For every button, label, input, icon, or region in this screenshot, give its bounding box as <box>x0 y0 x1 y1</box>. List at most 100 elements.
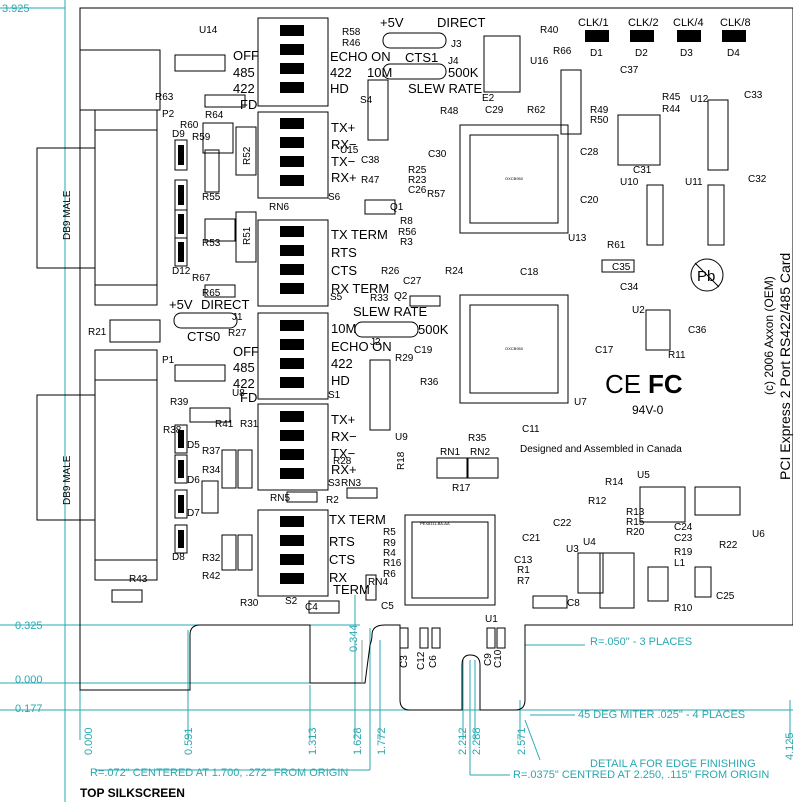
ic-u13: OXCB950 <box>459 124 569 234</box>
label-hd-2: HD <box>331 373 350 388</box>
refdes-r64: R64 <box>205 110 224 121</box>
label-fd: FD <box>240 97 257 112</box>
label-422-2: 422 <box>233 376 255 391</box>
refdes-s5: S5 <box>330 292 343 303</box>
refdes-c28: C28 <box>580 147 599 158</box>
jumper-cts0: +5V DIRECT CTS0 SLEW RATE <box>169 297 427 344</box>
label-direct-mid: DIRECT <box>201 297 249 312</box>
label-echo-on: ECHO ON <box>330 49 391 64</box>
refdes-r11: R11 <box>668 350 686 361</box>
refdes-u2: U2 <box>632 305 645 316</box>
refdes-c9: C9 <box>483 653 494 666</box>
refdes-u6: U6 <box>752 529 765 540</box>
refdes-c31: C31 <box>633 165 652 176</box>
component-footprints <box>109 35 741 649</box>
refdes-r46: R46 <box>342 38 361 49</box>
label-485-2: 485 <box>233 360 255 375</box>
refdes-c20: C20 <box>580 195 599 206</box>
refdes-r6: R6 <box>383 569 396 580</box>
refdes-r30: R30 <box>240 598 259 609</box>
refdes-r41: R41 <box>215 419 234 430</box>
refdes-c12: C12 <box>416 651 427 670</box>
refdes-u15: U15 <box>340 145 359 156</box>
label-rts: RTS <box>331 245 357 260</box>
refdes-c29: C29 <box>485 105 504 116</box>
refdes-u14: U14 <box>199 25 218 36</box>
refdes-r48: R48 <box>440 106 459 117</box>
refdes-r26: R26 <box>381 266 400 277</box>
clk-2-label: CLK/2 <box>628 17 659 29</box>
clk-1-label: CLK/1 <box>578 17 609 29</box>
led-d2: D2 <box>635 48 648 59</box>
label-cts: CTS <box>331 263 357 278</box>
refdes-s3: S3 <box>328 478 341 489</box>
refdes-r58: R58 <box>342 27 361 38</box>
refdes-r35: R35 <box>468 433 487 444</box>
refdes-c19: C19 <box>414 345 433 356</box>
refdes-e2: E2 <box>482 93 495 104</box>
db9-label-bottom: DB9 MALE <box>62 455 73 505</box>
refdes-r21: R21 <box>88 327 107 338</box>
refdes-s2: S2 <box>285 596 298 607</box>
refdes-s1: S1 <box>328 390 341 401</box>
refdes-r29: R29 <box>395 353 414 364</box>
refdes-r1: R1 <box>517 565 530 576</box>
refdes-c11: C11 <box>522 424 540 435</box>
note-detail: DETAIL A FOR EDGE FINISHING <box>590 758 756 770</box>
refdes-r28: R28 <box>333 456 352 467</box>
refdes-c21: C21 <box>522 533 541 544</box>
refdes-u5: U5 <box>637 470 650 481</box>
board-copyright: (c) 2006 Axxon (OEM) <box>762 276 776 395</box>
refdes-r23: R23 <box>408 175 427 186</box>
refdes-r5: R5 <box>383 527 396 538</box>
refdes-r43: R43 <box>129 574 148 585</box>
refdes-c5: C5 <box>381 601 394 612</box>
label-tx-term: TX TERM <box>331 227 388 242</box>
refdes-c4: C4 <box>305 602 318 613</box>
refdes-r60: R60 <box>180 120 199 131</box>
refdes-u1: U1 <box>485 614 498 625</box>
refdes-labels: U14 R58 R46 J3 J4 S4 R40 R66 U16 C37 E2 … <box>88 25 767 670</box>
label-422: 422 <box>233 81 255 96</box>
label-term-2: TERM <box>333 582 370 597</box>
refdes-r10: R10 <box>674 603 693 614</box>
refdes-r40: R40 <box>540 25 559 36</box>
led-d1: D1 <box>590 48 603 59</box>
refdes-c35: C35 <box>612 262 631 273</box>
refdes-r22: R22 <box>719 540 738 551</box>
dim-y-0000: 0.000 <box>15 674 43 686</box>
refdes-r3: R3 <box>400 237 413 248</box>
refdes-u3: U3 <box>566 544 579 555</box>
board-outline <box>79 7 793 711</box>
refdes-r65: R65 <box>202 288 221 299</box>
refdes-r27: R27 <box>228 328 247 339</box>
clk-8-label: CLK/8 <box>720 17 751 29</box>
label-rts-2: RTS <box>329 534 355 549</box>
refdes-c33: C33 <box>744 90 763 101</box>
refdes-r36: R36 <box>420 377 439 388</box>
dim-x-2571: 2.571 <box>516 727 528 755</box>
board-title: PCI Express 2 Port RS422/485 Card <box>777 253 793 480</box>
refdes-c17: C17 <box>595 345 614 356</box>
label-422-r2: 422 <box>331 356 353 371</box>
refdes-r62: R62 <box>527 105 546 116</box>
refdes-d8: D8 <box>172 552 185 563</box>
refdes-c36: C36 <box>688 325 707 336</box>
dim-x-1313: 1.313 <box>307 727 319 755</box>
refdes-d9: D9 <box>172 129 185 140</box>
dip-switch-s4: OFF 485 422 FD ECHO ON 422 10M HD 500K +… <box>233 15 485 112</box>
label-422-r: 422 <box>330 65 352 80</box>
refdes-r18: R18 <box>396 451 407 470</box>
dim-y-0325: 0.325 <box>15 620 43 632</box>
dim-x-0000: 0.000 <box>83 727 95 755</box>
label-cts-2: CTS <box>329 552 355 567</box>
refdes-rn6: RN6 <box>269 202 289 213</box>
note-miter: 45 DEG MITER .025" - 4 PLACES <box>578 709 745 721</box>
svg-text:OXCB950: OXCB950 <box>505 346 524 351</box>
refdes-r7: R7 <box>517 576 530 587</box>
note-r072: R=.072" CENTERED AT 1.700, .272" FROM OR… <box>90 767 348 779</box>
refdes-rn4: RN4 <box>368 577 388 588</box>
dip-switch-term-1: TX TERM RTS CTS RX TERM <box>257 219 389 307</box>
